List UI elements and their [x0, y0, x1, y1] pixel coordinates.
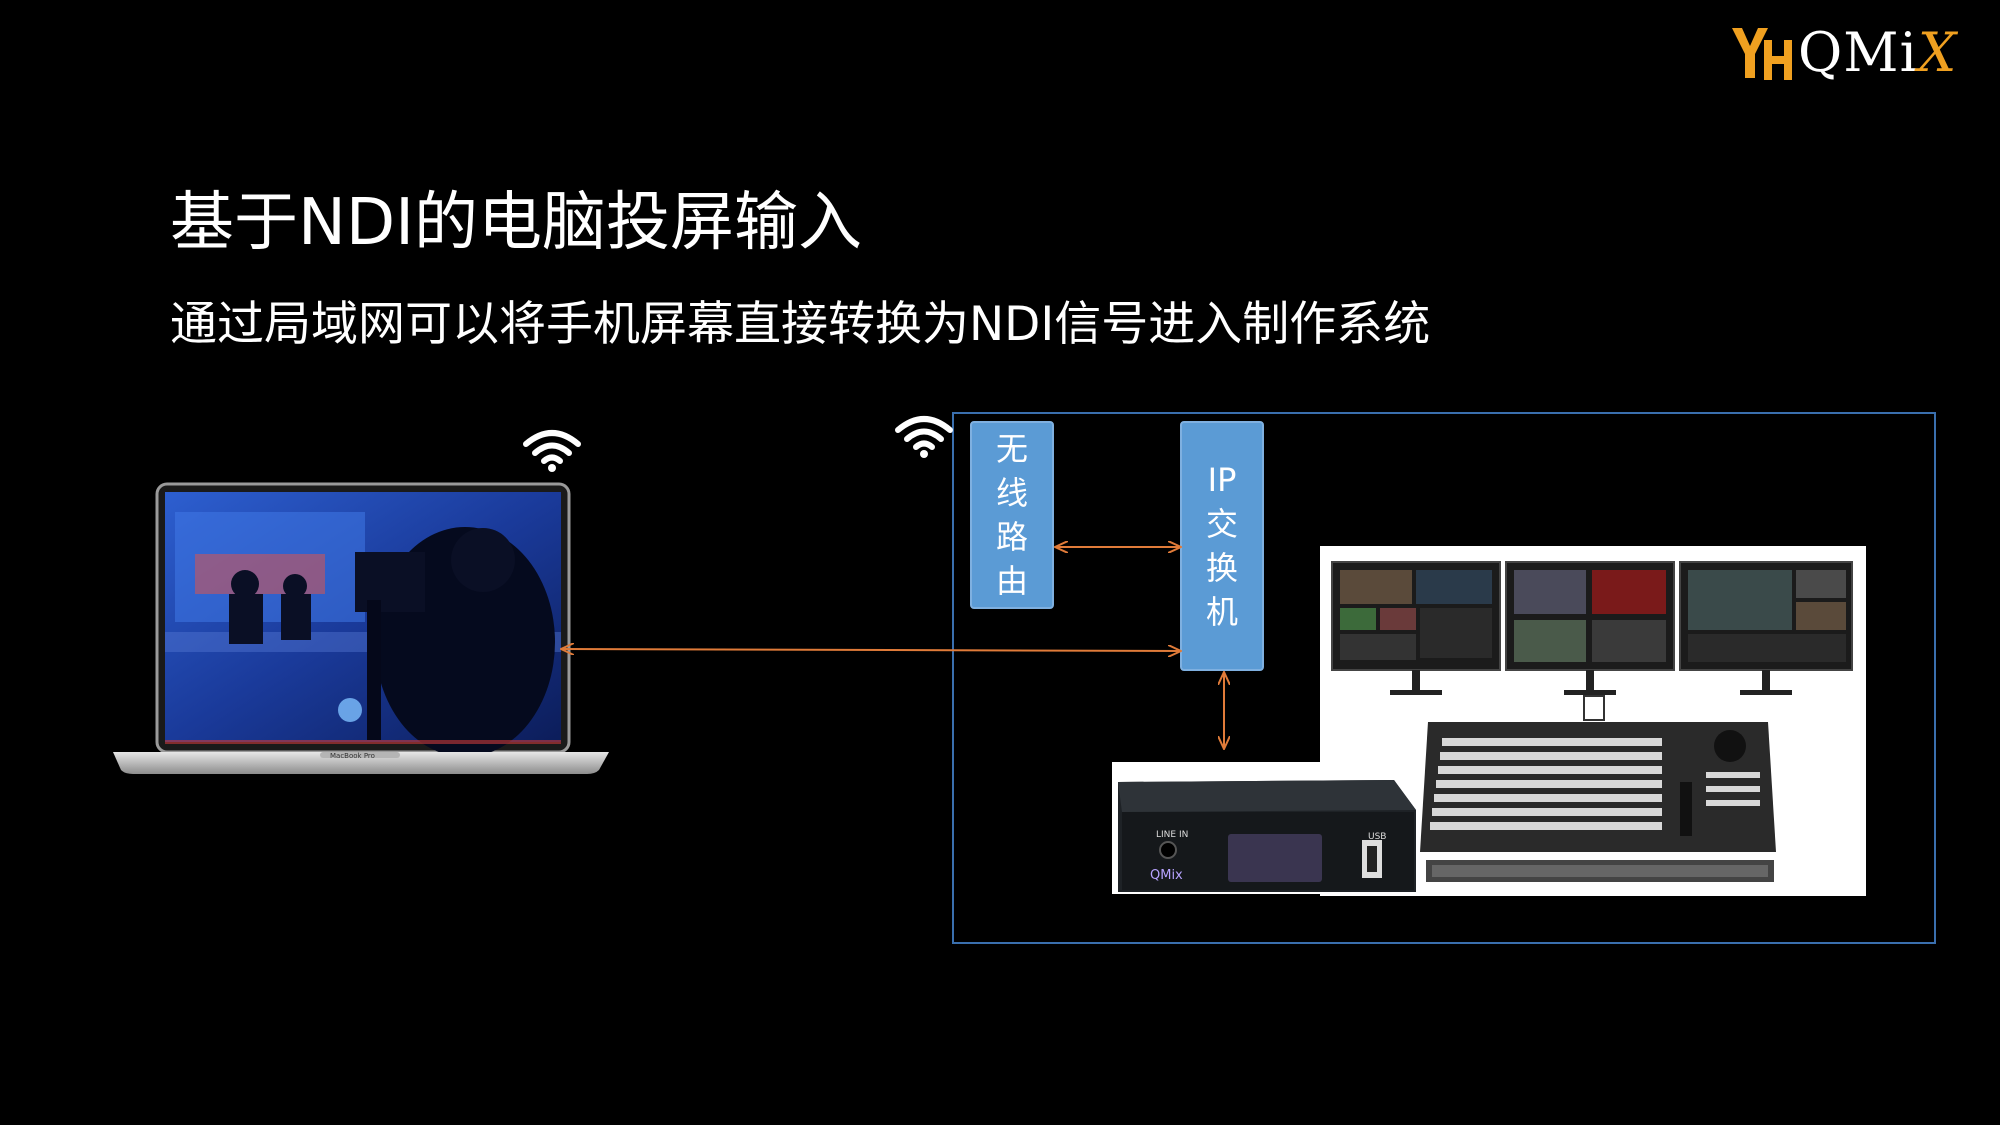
- laptop-image: [113, 482, 609, 774]
- device-usb-label: USB: [1368, 832, 1387, 842]
- logo-wordmark: QMiX: [1798, 18, 1957, 88]
- qmix-ndi-converter-image: [1112, 762, 1420, 894]
- device-brand-label: QMix: [1150, 868, 1183, 883]
- yh-logo-mark-icon: [1732, 28, 1792, 80]
- switch-label-char: 机: [1205, 593, 1238, 631]
- router-label-char: 路: [995, 518, 1028, 556]
- switch-label-char: 交: [1205, 505, 1238, 543]
- wifi-icon-laptop: [523, 430, 581, 472]
- wifi-icon-router: [895, 416, 953, 458]
- wireless-router-node: 无 线 路 由: [970, 421, 1054, 609]
- laptop-model-label: MacBook Pro: [330, 752, 375, 760]
- router-label-char: 线: [995, 474, 1028, 512]
- switch-label-char: IP: [1207, 461, 1237, 499]
- ip-switch-node: IP 交 换 机: [1180, 421, 1264, 671]
- logo-text-main: QMi: [1798, 21, 1918, 84]
- production-switcher-equipment-image: [1320, 546, 1866, 896]
- device-line-in-label: LINE IN: [1156, 830, 1189, 840]
- slide-subtitle: 通过局域网可以将手机屏幕直接转换为NDI信号进入制作系统: [170, 297, 1431, 352]
- router-label-char: 由: [995, 562, 1028, 600]
- production-system-boundary: [952, 412, 1936, 944]
- brand-logo: QMiX: [1728, 18, 1968, 88]
- router-label-char: 无: [995, 430, 1028, 468]
- logo-text-accent: X: [1917, 21, 1958, 84]
- slide-title: 基于NDI的电脑投屏输入: [170, 186, 863, 260]
- switch-label-char: 换: [1205, 549, 1238, 587]
